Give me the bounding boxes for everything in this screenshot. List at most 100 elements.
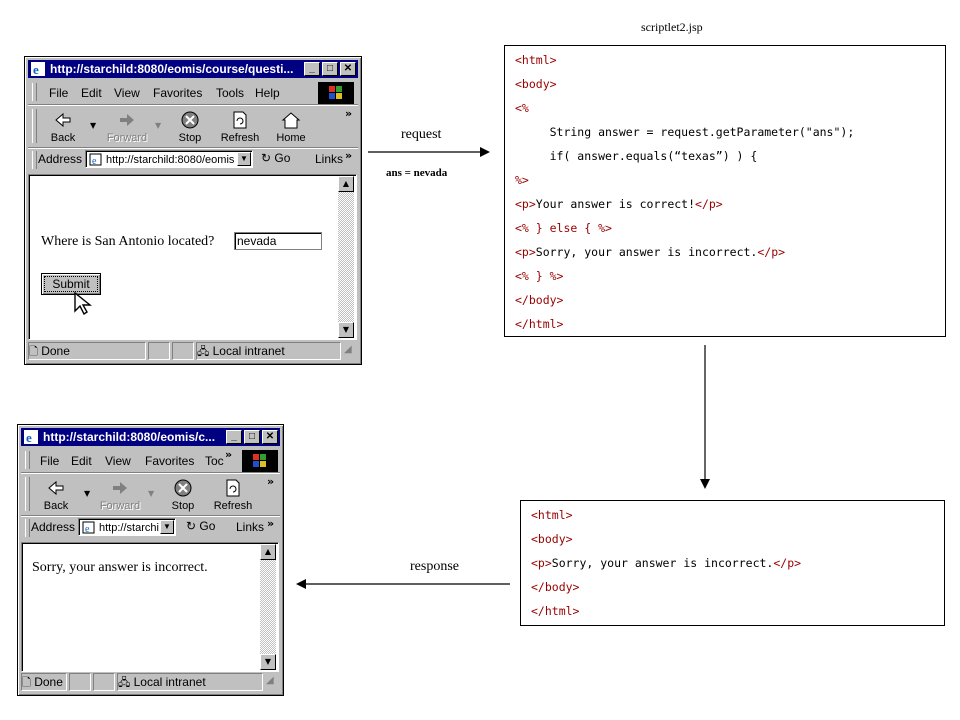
address-dropdown-icon[interactable]: ▼ (237, 152, 251, 166)
forward-dropdown-icon[interactable]: ▼ (155, 121, 162, 130)
menu-file[interactable]: File (40, 454, 60, 468)
close-button[interactable]: ✕ (340, 62, 356, 76)
scroll-up-icon[interactable]: ▲ (260, 544, 276, 560)
code-line: </body> (531, 580, 580, 594)
back-button[interactable]: Back (34, 476, 78, 514)
refresh-button[interactable]: Refresh (211, 476, 255, 514)
page-viewport: Sorry, your answer is incorrect. (21, 542, 279, 672)
menu-favorites[interactable]: Favorites (153, 86, 203, 100)
status-panel-blank-1 (148, 342, 170, 360)
back-arrow-icon (55, 112, 71, 128)
toolbar-grip[interactable] (32, 109, 37, 143)
forward-dropdown-icon[interactable]: ▼ (148, 489, 155, 498)
resize-grip-icon[interactable]: ◢ (266, 675, 274, 686)
minimize-button[interactable]: _ (226, 430, 242, 444)
menu-view[interactable]: View (114, 86, 140, 100)
submit-button[interactable]: Submit (41, 273, 101, 295)
window-title: http://starchild:8080/eomis/c... (43, 430, 216, 444)
toolbar-grip[interactable] (25, 477, 30, 511)
menu-favorites[interactable]: Favorites (145, 454, 195, 468)
status-panel-blank-2 (93, 673, 115, 691)
addressbar-grip[interactable] (25, 519, 30, 537)
go-button[interactable]: ↻ Go (186, 519, 216, 533)
menu-tools[interactable]: Toc (205, 454, 224, 468)
ie-icon: e (24, 430, 38, 445)
menu-file[interactable]: File (49, 86, 69, 100)
go-button[interactable]: ↻ Go (261, 151, 291, 165)
status-zone-panel: 🖧 Local intranet (117, 673, 263, 691)
resize-grip-icon[interactable]: ◢ (344, 344, 352, 355)
address-label: Address (38, 152, 83, 166)
maximize-button[interactable]: □ (244, 430, 260, 444)
question-text: Where is San Antonio located? (41, 234, 215, 249)
window-title: http://starchild:8080/eomis/course/quest… (50, 62, 294, 76)
address-label: Address (31, 520, 76, 534)
scroll-down-icon[interactable]: ▼ (338, 322, 354, 338)
code-line: <html> (515, 53, 557, 67)
title-bar[interactable]: e http://starchild:8080/eomis/c... _ □ ✕ (21, 428, 280, 446)
ie-icon: e (31, 62, 45, 77)
menu-help[interactable]: Help (255, 86, 280, 100)
windows-logo (242, 450, 278, 472)
menu-edit[interactable]: Edit (81, 86, 102, 100)
menubar-grip[interactable] (32, 83, 37, 101)
response-message: Sorry, your answer is incorrect. (32, 560, 208, 575)
forward-button[interactable]: Forward (98, 476, 142, 514)
back-arrow-icon (48, 480, 64, 496)
maximize-button[interactable]: □ (322, 62, 338, 76)
menu-bar: File Edit View Favorites Toc (22, 450, 242, 472)
menubar-grip[interactable] (25, 451, 30, 469)
status-page-icon: 🗋 (29, 346, 38, 358)
code-line: <% } %> (515, 269, 564, 283)
address-input[interactable]: e http://starchild:8080/eomis ▼ (85, 150, 253, 168)
answer-input[interactable] (234, 232, 322, 250)
menu-view[interactable]: View (105, 454, 131, 468)
scroll-up-icon[interactable]: ▲ (338, 176, 354, 192)
request-arrowhead (480, 147, 490, 157)
windows-flag-icon (329, 86, 342, 99)
back-dropdown-icon[interactable]: ▼ (90, 121, 97, 130)
address-input[interactable]: e http://starchi ▼ (78, 518, 176, 536)
jsp-source-box: <html><body><% String answer = request.g… (504, 45, 946, 337)
back-dropdown-icon[interactable]: ▼ (84, 489, 91, 498)
links-button[interactable]: Links (315, 152, 344, 166)
page-viewport: Where is San Antonio located? Submit (28, 174, 357, 340)
links-chevron-icon[interactable]: » (345, 149, 353, 162)
intranet-icon: 🖧 (197, 346, 210, 358)
vertical-scrollbar[interactable]: ▲ ▼ (260, 544, 276, 670)
page-icon: e (89, 153, 102, 166)
toolbar-chevron-icon[interactable]: » (267, 475, 275, 488)
code-line: <p>Your answer is correct!</p> (515, 197, 723, 211)
vertical-scrollbar[interactable]: ▲ ▼ (338, 176, 354, 338)
intranet-icon: 🖧 (118, 677, 131, 689)
menubar-separator (28, 104, 358, 106)
menu-tools[interactable]: Tools (216, 86, 245, 100)
toolbar-separator (28, 147, 358, 149)
browser-window-request: e http://starchild:8080/eomis/course/que… (24, 56, 362, 365)
go-icon: ↻ (261, 151, 272, 165)
scroll-down-icon[interactable]: ▼ (260, 654, 276, 670)
forward-button[interactable]: Forward (105, 108, 149, 146)
code-line: if( answer.equals(“texas”) ) { (515, 149, 758, 163)
svg-text:e: e (33, 62, 39, 77)
status-panel-blank-1 (69, 673, 91, 691)
minimize-button[interactable]: _ (304, 62, 320, 76)
refresh-button[interactable]: Refresh (218, 108, 262, 146)
stop-icon (181, 111, 199, 129)
toolbar-chevron-icon[interactable]: » (345, 107, 353, 120)
close-button[interactable]: ✕ (262, 430, 278, 444)
go-icon: ↻ (186, 519, 197, 533)
home-button[interactable]: Home (269, 108, 313, 146)
address-dropdown-icon[interactable]: ▼ (160, 520, 174, 534)
request-param-label: ans = nevada (386, 167, 448, 179)
links-chevron-icon[interactable]: » (267, 517, 275, 530)
code-line: <p>Sorry, your answer is incorrect.</p> (515, 245, 786, 259)
links-button[interactable]: Links (236, 520, 265, 534)
back-button[interactable]: Back (41, 108, 85, 146)
stop-button[interactable]: Stop (168, 108, 212, 146)
menu-chevron-icon[interactable]: » (225, 448, 233, 461)
title-bar[interactable]: e http://starchild:8080/eomis/course/que… (28, 60, 358, 78)
menu-edit[interactable]: Edit (71, 454, 92, 468)
addressbar-grip[interactable] (32, 151, 37, 169)
stop-button[interactable]: Stop (161, 476, 205, 514)
